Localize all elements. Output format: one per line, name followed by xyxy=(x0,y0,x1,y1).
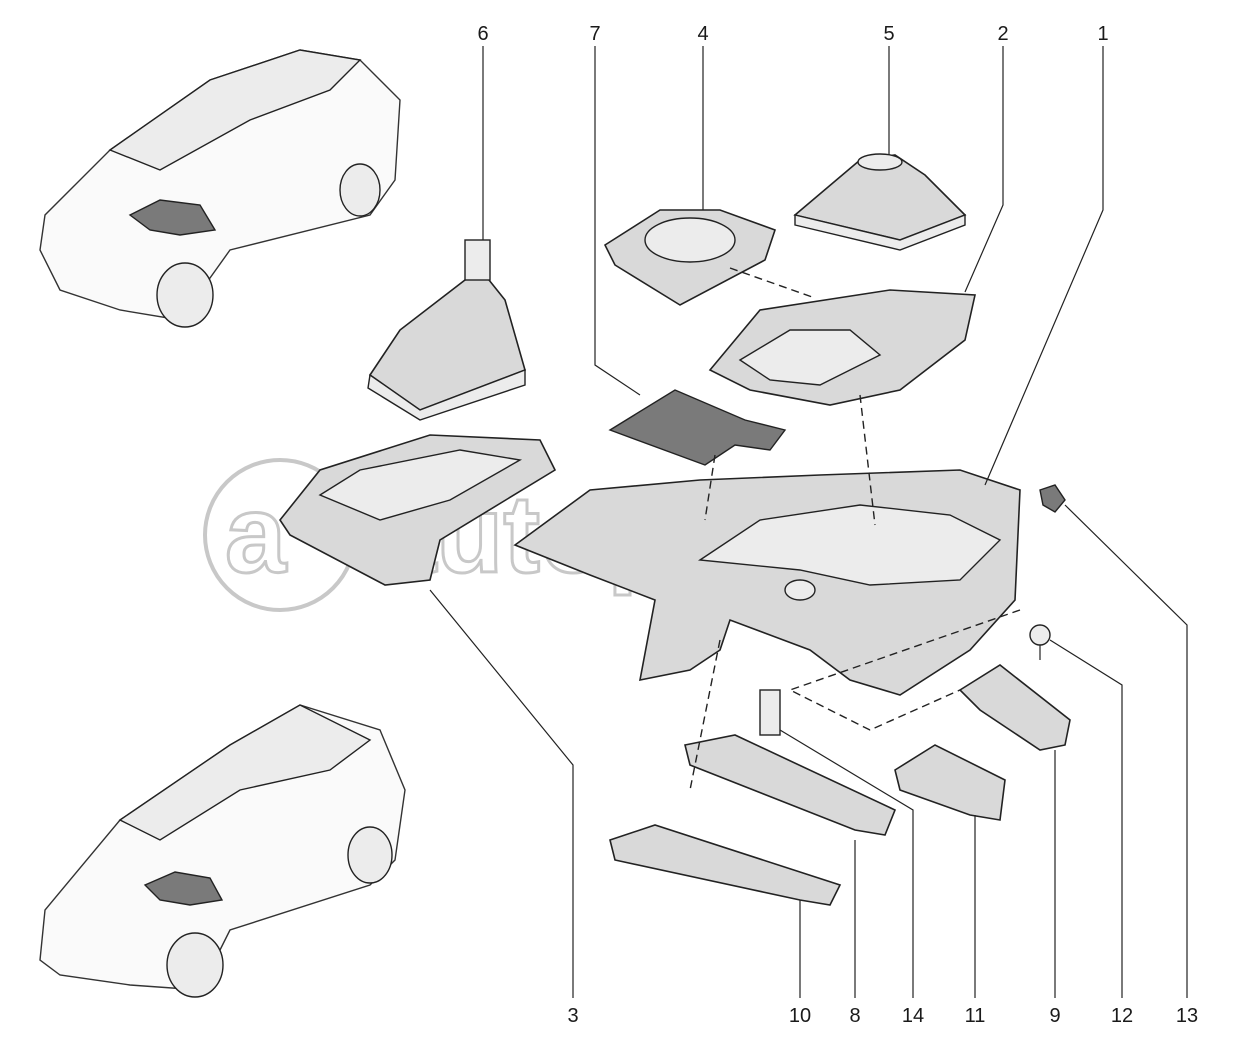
part-10-bracket xyxy=(609,824,842,906)
part-13-clip xyxy=(1039,484,1066,513)
part-7-mat xyxy=(608,389,787,466)
label-13: 13 xyxy=(1176,1005,1198,1027)
label-7: 7 xyxy=(589,23,600,45)
label-10: 10 xyxy=(789,1005,811,1027)
label-2: 2 xyxy=(997,23,1008,45)
label-11: 11 xyxy=(965,1005,986,1027)
part-8-bracket xyxy=(684,734,897,836)
part-11-bracket xyxy=(894,744,1006,821)
label-6: 6 xyxy=(477,23,488,45)
leader-lines xyxy=(429,46,1188,998)
label-3: 3 xyxy=(567,1005,578,1027)
part-6-gear-boot xyxy=(367,239,526,421)
wagon-car-illustration xyxy=(39,704,406,998)
part-4-ring-trim xyxy=(603,209,777,306)
svg-text:a: a xyxy=(225,473,287,596)
label-4: 4 xyxy=(697,23,708,45)
label-1: 1 xyxy=(1097,23,1108,45)
label-9: 9 xyxy=(1049,1005,1060,1027)
label-14: 14 xyxy=(902,1005,924,1027)
sedan-car-illustration xyxy=(39,49,401,328)
assembly-arrows xyxy=(689,267,1021,791)
part-2-top-panel xyxy=(708,289,976,406)
part-1-console-body xyxy=(513,469,1021,696)
label-8: 8 xyxy=(849,1005,860,1027)
part-5-boot xyxy=(793,153,967,251)
label-5: 5 xyxy=(883,23,894,45)
part-14-tube xyxy=(759,689,781,736)
part-3-trim-panel xyxy=(279,434,557,586)
part-12-screw xyxy=(1029,624,1051,660)
label-12: 12 xyxy=(1111,1005,1133,1027)
part-9-bracket xyxy=(958,664,1071,751)
